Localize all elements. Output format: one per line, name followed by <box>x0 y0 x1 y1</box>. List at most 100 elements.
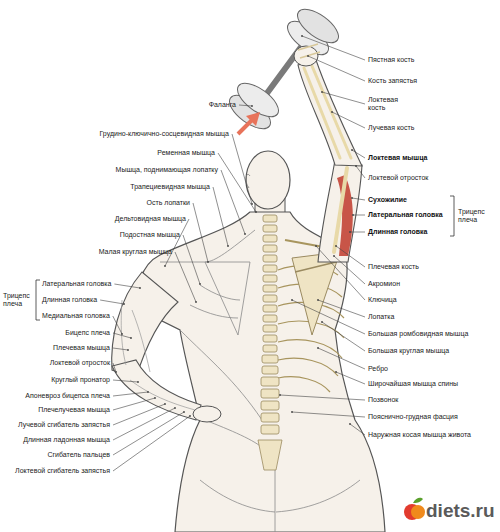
leader-line <box>316 246 365 300</box>
anatomy-label: Длинная головка <box>42 296 97 304</box>
leader-dot <box>174 407 176 409</box>
leader-dot <box>137 381 139 383</box>
leader-dot <box>291 411 293 413</box>
leader-dot <box>335 245 337 247</box>
anatomy-label: Позвонок <box>368 396 398 404</box>
leader-dot <box>207 261 209 263</box>
leader-dot <box>139 287 141 289</box>
motion-arrow <box>238 112 260 134</box>
leader-dot <box>331 111 333 113</box>
leader-dot <box>335 371 337 373</box>
anatomy-label: Широчайшая мышца спины <box>368 380 458 388</box>
watermark-logo <box>404 498 425 520</box>
leader-line <box>113 408 175 440</box>
anatomy-label: Круглый пронатор <box>51 376 110 384</box>
leader-dot <box>251 105 253 107</box>
head <box>246 151 290 209</box>
leader-line <box>221 170 245 234</box>
leader-line <box>113 416 190 471</box>
anatomy-label: Апоневроз бицепса плеча <box>25 392 110 400</box>
leader-dot <box>195 301 197 303</box>
anatomy-label: Медиальная головка <box>42 312 110 320</box>
leader-line <box>302 36 365 60</box>
leader-dot <box>321 91 323 93</box>
anatomy-label: Пояснично-грудная фасция <box>368 413 458 421</box>
anatomy-label: Дельтовидная мышца <box>115 215 186 223</box>
leader-line <box>308 56 365 81</box>
leader-dot <box>154 397 156 399</box>
leader-line <box>113 404 165 425</box>
leader-line <box>218 153 256 212</box>
leader-line <box>350 424 365 435</box>
anatomy-label: Ость лопатки <box>146 199 190 207</box>
leader-dot <box>315 245 317 247</box>
leader-line <box>213 187 228 246</box>
anatomy-label: Ключица <box>368 296 397 304</box>
leader-dot <box>121 333 123 335</box>
leader-line <box>232 134 252 204</box>
anatomy-label: Лопатка <box>368 313 394 321</box>
anatomy-label: Плечелучевая мышца <box>38 406 110 414</box>
anatomy-label: Латеральная головка <box>42 280 111 288</box>
leader-line <box>336 372 365 384</box>
leader-dot <box>307 55 309 57</box>
anatomy-label: Наружная косая мышца живота <box>368 431 471 439</box>
anatomy-label: Трапециевидная мышца <box>130 183 210 191</box>
anatomy-label: Малая круглая мышца <box>99 248 172 256</box>
anatomy-label: Локтевая мышца <box>368 154 427 162</box>
leader-line <box>100 300 124 304</box>
leader-dot <box>255 211 257 213</box>
leader-dot <box>227 245 229 247</box>
leader-line <box>113 392 148 396</box>
leader-line <box>322 92 365 104</box>
leader-dot <box>291 299 293 301</box>
anatomy-label: Бицепс плеча <box>65 329 110 337</box>
leader-dot <box>189 415 191 417</box>
leader-line <box>318 300 365 317</box>
raised-arm <box>294 44 362 262</box>
leader-dot <box>115 371 117 373</box>
anatomy-label: Плечевая кость <box>368 263 419 271</box>
anatomy-label: Локтевой сгибатель запястья <box>15 467 110 475</box>
anatomy-label: Кость запястья <box>368 77 417 85</box>
skeleton <box>278 240 344 392</box>
leader-line <box>352 198 365 200</box>
anatomy-label: Длинная головка <box>368 228 427 236</box>
leader-dot <box>164 265 166 267</box>
leader-dot <box>333 255 335 257</box>
leader-dot <box>244 233 246 235</box>
leader-line <box>350 232 365 233</box>
anatomy-label: Локтевой отросток <box>368 174 428 182</box>
anatomy-label: Большая круглая мышца <box>368 347 449 355</box>
leader-line <box>113 363 116 372</box>
leader-line <box>113 316 122 334</box>
anatomy-label: Лучевая кость <box>368 124 414 132</box>
anatomy-label: Лучевой сгибатель запястья <box>18 421 110 429</box>
anatomy-label: Акромион <box>368 280 400 288</box>
leader-dot <box>317 299 319 301</box>
leader-line <box>352 150 365 158</box>
leader-dot <box>130 337 132 339</box>
watermark: diets.ru <box>426 500 495 522</box>
anatomy-label: Грудино-ключично-сосцевидная мышца <box>99 130 229 138</box>
leader-dot <box>199 283 201 285</box>
anatomy-label: Большая ромбовидная мышца <box>368 330 468 338</box>
anatomy-label: Ребро <box>368 365 388 373</box>
leader-line <box>113 333 131 338</box>
leader-dot <box>352 214 354 216</box>
leader-line <box>353 215 365 216</box>
leader-dot <box>349 423 351 425</box>
leader-dot <box>183 411 185 413</box>
leader-dot <box>301 35 303 37</box>
leader-line <box>113 380 138 382</box>
leader-line <box>113 398 155 410</box>
leader-dot <box>147 391 149 393</box>
leader-dot <box>127 349 129 351</box>
anatomy-label: Сгибатель пальцев <box>47 451 110 459</box>
anatomy-label: Сухожилие <box>368 196 407 204</box>
leader-line <box>175 252 196 302</box>
anatomy-label: Трицепс плеча <box>458 208 494 224</box>
anatomy-label: Плечевая мышца <box>53 344 110 352</box>
leader-line <box>322 322 365 351</box>
leader-line <box>114 284 140 288</box>
